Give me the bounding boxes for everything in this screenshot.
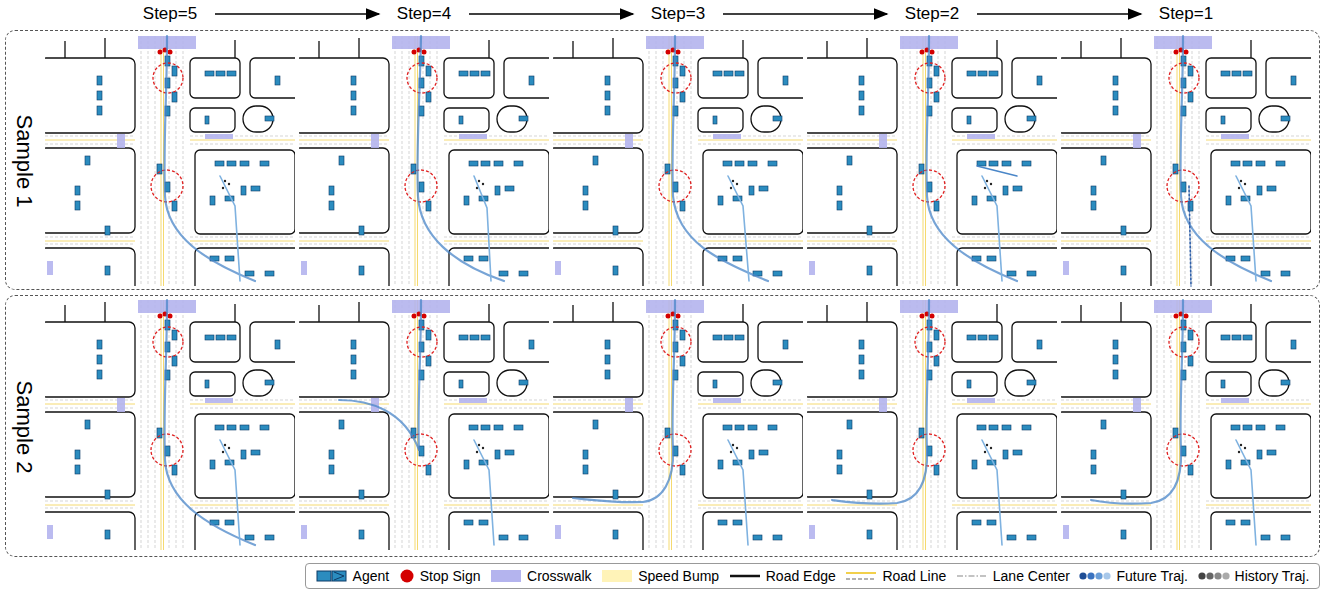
legend-item: Road Line	[845, 568, 946, 584]
legend-swatch	[729, 569, 761, 583]
step-label: Step=5	[143, 4, 197, 24]
trajectories	[164, 36, 1271, 545]
legend-text: Future Traj.	[1116, 568, 1188, 584]
legend-swatch	[845, 569, 877, 583]
legend-swatch	[399, 569, 415, 583]
sample-label: Sample 1	[11, 115, 37, 208]
legend-text: Stop Sign	[420, 568, 481, 584]
step-label: Step=2	[905, 4, 959, 24]
legend-text: Lane Center	[993, 568, 1070, 584]
step-label: Step=1	[1159, 4, 1213, 24]
legend-text: Speed Bump	[638, 568, 719, 584]
legend-item: Stop Sign	[399, 568, 481, 584]
step-label: Step=4	[397, 4, 451, 24]
legend-item: Agent	[316, 568, 390, 584]
legend-text: History Traj.	[1235, 568, 1310, 584]
legend-swatch	[490, 569, 522, 583]
legend-text: Road Edge	[766, 568, 836, 584]
legend-swatch	[601, 569, 633, 583]
legend: Agent Stop Sign Crosswalk Speed Bump Road Ed…	[305, 563, 1320, 589]
row-1	[40, 36, 1316, 293]
legend-swatch	[1079, 569, 1111, 583]
legend-item: Road Edge	[729, 568, 836, 584]
legend-item: Lane Center	[956, 568, 1070, 584]
sample-box: Sample 1	[5, 30, 1320, 290]
sample-box: Sample 2	[5, 295, 1320, 557]
legend-item: History Traj.	[1198, 568, 1310, 584]
legend-item: Future Traj.	[1079, 568, 1188, 584]
legend-swatch	[316, 569, 348, 583]
legend-text: Crosswalk	[527, 568, 592, 584]
legend-text: Road Line	[882, 568, 946, 584]
legend-swatch	[1198, 569, 1230, 583]
row-2	[40, 300, 1316, 557]
sample-label: Sample 2	[11, 381, 37, 474]
legend-swatch	[956, 569, 988, 583]
legend-item: Speed Bump	[601, 568, 719, 584]
legend-text: Agent	[353, 568, 390, 584]
legend-item: Crosswalk	[490, 568, 592, 584]
step-label: Step=3	[651, 4, 705, 24]
